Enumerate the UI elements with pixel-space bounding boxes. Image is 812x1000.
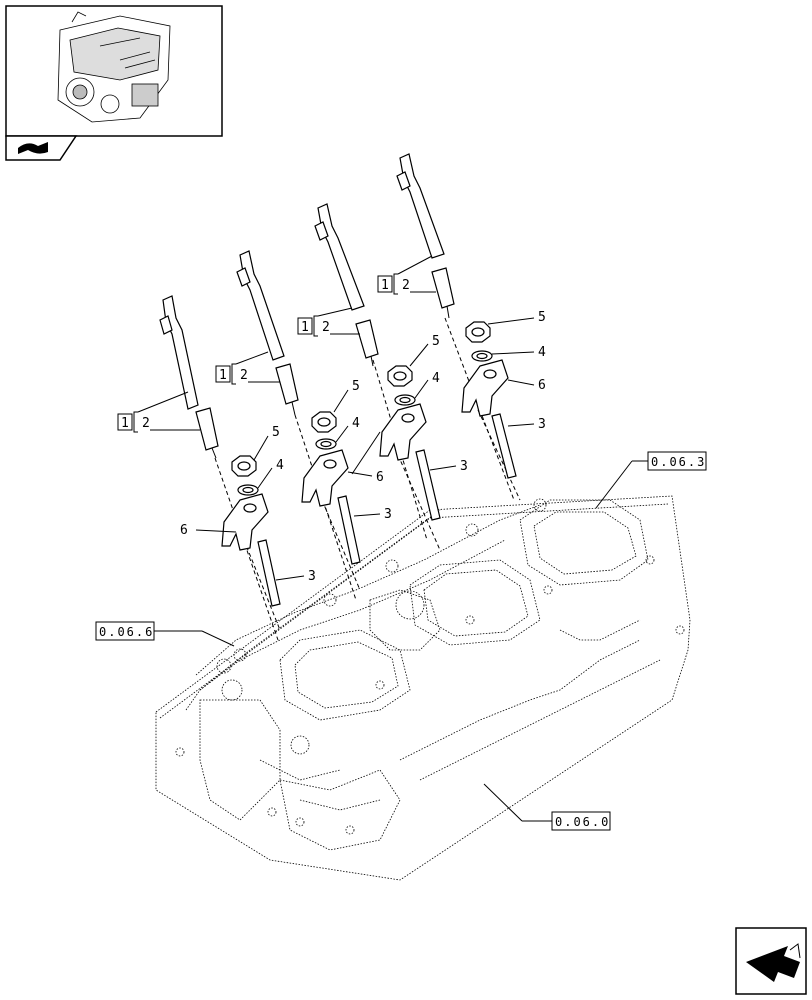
svg-text:1: 1 <box>301 320 309 335</box>
callout-clamp-4[interactable]: 6 <box>538 378 546 393</box>
reference-0-06-0[interactable]: 0.06.0 <box>483 783 611 831</box>
callout-stud-3[interactable]: 3 <box>460 459 468 474</box>
nut-1[interactable] <box>231 455 257 477</box>
clamp-2[interactable] <box>301 449 349 507</box>
reference-0-06-3[interactable]: 0.06.3 <box>595 451 707 509</box>
engine-thumbnail-icon[interactable] <box>5 5 223 137</box>
injector-4[interactable] <box>396 153 455 319</box>
svg-text:0.06.6: 0.06.6 <box>99 625 154 639</box>
svg-text:2: 2 <box>322 320 330 335</box>
callout-nut-4[interactable]: 5 <box>538 310 546 325</box>
kit-label-2[interactable]: 1 2 <box>215 351 280 385</box>
svg-text:1: 1 <box>381 278 389 293</box>
alignment-lines <box>214 317 521 641</box>
nut-2[interactable] <box>311 411 337 433</box>
svg-text:0.06.0: 0.06.0 <box>555 815 610 829</box>
svg-text:1: 1 <box>121 416 129 431</box>
callout-nut-2[interactable]: 5 <box>352 379 360 394</box>
callout-nut-3[interactable]: 5 <box>432 334 440 349</box>
callout-washer-2[interactable]: 4 <box>352 416 360 431</box>
stud-3[interactable] <box>415 449 441 521</box>
svg-text:2: 2 <box>240 368 248 383</box>
callout-stud-4[interactable]: 3 <box>538 417 546 432</box>
washer-2[interactable] <box>315 438 337 450</box>
stud-1[interactable] <box>257 539 281 607</box>
clamp-4[interactable] <box>461 359 509 417</box>
washer-3[interactable] <box>394 394 416 406</box>
svg-text:2: 2 <box>142 416 150 431</box>
svg-text:0.06.3: 0.06.3 <box>651 455 706 469</box>
svg-text:2: 2 <box>402 278 410 293</box>
clamp-3[interactable] <box>379 403 427 461</box>
stud-4[interactable] <box>491 413 517 479</box>
kit-label-3[interactable]: 1 2 <box>297 307 360 337</box>
svg-text:1: 1 <box>219 368 227 383</box>
callout-washer-1[interactable]: 4 <box>276 458 284 473</box>
clamp-1[interactable] <box>221 493 269 551</box>
cylinder-head <box>155 495 691 881</box>
stud-2[interactable] <box>337 495 361 565</box>
washer-1[interactable] <box>237 484 259 496</box>
injector-3[interactable] <box>314 203 379 367</box>
callout-washer-4[interactable]: 4 <box>538 345 546 360</box>
kit-label-1[interactable]: 1 2 <box>117 391 200 433</box>
book-section-icon[interactable] <box>5 135 78 161</box>
callout-stud-1[interactable]: 3 <box>308 569 316 584</box>
callout-nut-1[interactable]: 5 <box>272 425 280 440</box>
nut-3[interactable] <box>387 365 413 387</box>
next-page-arrow-icon[interactable] <box>735 927 807 995</box>
nut-4[interactable] <box>465 321 491 343</box>
kit-label-4[interactable]: 1 2 <box>377 255 436 295</box>
reference-0-06-6[interactable]: 0.06.6 <box>95 621 235 647</box>
callout-stud-2[interactable]: 3 <box>384 507 392 522</box>
callout-clamp-1[interactable]: 6 <box>180 523 188 538</box>
callout-washer-3[interactable]: 4 <box>432 371 440 386</box>
injector-2[interactable] <box>236 250 299 416</box>
injector-1[interactable] <box>159 295 219 459</box>
washer-4[interactable] <box>471 350 493 362</box>
callout-clamp-2[interactable]: 6 <box>376 470 384 485</box>
